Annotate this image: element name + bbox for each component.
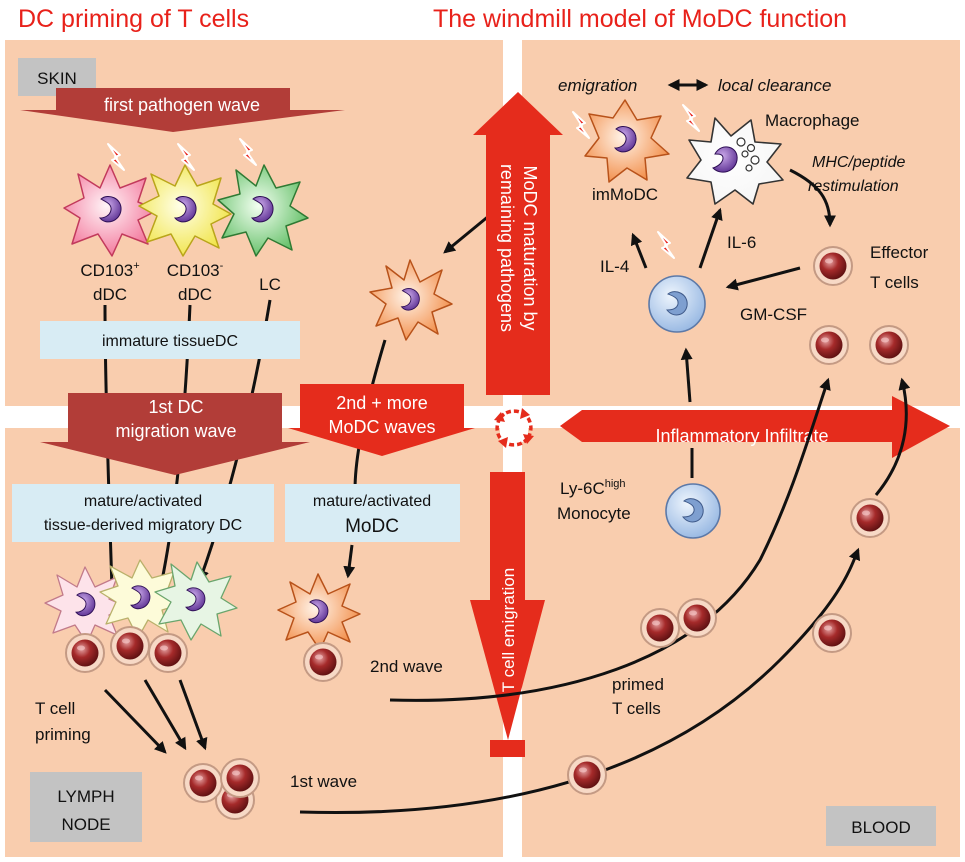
- cd103-negative-label: CD103-: [167, 260, 224, 280]
- effector-label-1: Effector: [870, 243, 929, 262]
- t-cell-icon: [183, 763, 223, 803]
- dc-migration-wave-arrow: [40, 393, 310, 475]
- mhc-label-1: MHC/peptide: [812, 154, 905, 171]
- t-priming-label-1: T cell: [35, 699, 75, 718]
- primed-label-1: primed: [612, 675, 664, 694]
- il6-arrow: [698, 207, 723, 269]
- cd103-positive-label: CD103+: [80, 260, 139, 280]
- modc-waves-label-1: 2nd + more: [336, 393, 428, 413]
- first-pathogen-wave-arrow: [20, 88, 345, 132]
- dendritic-cell-icon: [277, 573, 361, 651]
- mature-modc-label-2: MoDC: [345, 516, 399, 537]
- ly6c-label: Ly-6Chigh: [560, 478, 626, 498]
- local-clearance-label: local clearance: [718, 76, 831, 95]
- refresh-icon: [494, 408, 534, 448]
- dendritic-cell-icon: [217, 164, 309, 257]
- mature-modc-box: [285, 484, 460, 542]
- left-title: DC priming of T cells: [18, 5, 249, 33]
- blood-label: BLOOD: [851, 818, 911, 837]
- modc-maturation-label-1: MoDC maturation by: [520, 165, 540, 330]
- gmcsf-label: GM-CSF: [740, 305, 807, 324]
- dendritic-cell-icon: [154, 561, 238, 641]
- t-cell-emigration-label: T cell emigration: [499, 568, 518, 692]
- modc-waves-arrow: [288, 384, 475, 456]
- mhc-label-2: restimulation: [808, 178, 899, 195]
- t-cell-return-path: [874, 377, 911, 496]
- lymph-node-label-2: NODE: [61, 815, 110, 834]
- mature-migratory-label-1: mature/activated: [84, 493, 202, 510]
- t-cell-icon: [220, 758, 260, 798]
- cd103-positive-ddc-label: dDC: [93, 285, 127, 304]
- il4-arrow: [630, 232, 648, 269]
- macrophage-icon: [686, 117, 784, 205]
- lymph-node-label-1: LYMPH: [57, 787, 114, 806]
- lymph-node-label-box: [30, 772, 142, 842]
- monocyte-icon: [648, 275, 706, 333]
- t-cell-icon: [640, 608, 680, 648]
- dc-migration-wave-label-2: migration wave: [115, 421, 236, 441]
- t-cell-icon: [110, 626, 150, 666]
- modc-waves-label-2: MoDC waves: [328, 417, 435, 437]
- right-title: The windmill model of MoDC function: [433, 5, 847, 33]
- first-wave-path: [299, 547, 861, 815]
- t-cell-icon: [850, 498, 890, 538]
- mature-migratory-label-2: tissue-derived migratory DC: [44, 517, 242, 534]
- t-cell-icon: [677, 598, 717, 638]
- monocyte-label: Monocyte: [557, 504, 631, 523]
- lc-label: LC: [259, 275, 281, 294]
- first-pathogen-wave-label: first pathogen wave: [104, 95, 260, 115]
- modc-maturation-label-2: remaining pathogens: [497, 164, 517, 332]
- t-cell-icon: [813, 246, 853, 286]
- mature-migratory-dc-box: [12, 484, 274, 542]
- primed-label-2: T cells: [612, 699, 661, 718]
- cd103-negative-ddc-label: dDC: [178, 285, 212, 304]
- t-cell-icon: [65, 633, 105, 673]
- blood-label-box: [826, 806, 936, 846]
- mature-modc-label-1: mature/activated: [313, 493, 431, 510]
- t-priming-label-2: priming: [35, 725, 91, 744]
- dendritic-cell-icon: [63, 164, 159, 257]
- gmcsf-arrow: [725, 266, 801, 291]
- il6-label: IL-6: [727, 233, 756, 252]
- t-cell-icon: [303, 642, 343, 682]
- dendritic-cell-icon: [369, 259, 453, 341]
- second-wave-path: [389, 377, 831, 702]
- first-wave-label: 1st wave: [290, 772, 357, 791]
- dc-migration-wave-label-1: 1st DC: [148, 397, 203, 417]
- priming-arrow: [103, 688, 167, 754]
- immodc-label: imMoDC: [592, 185, 658, 204]
- inflammatory-infiltrate-label: Inflammatory Infiltrate: [655, 426, 828, 446]
- dendritic-cell-icon: [584, 99, 670, 183]
- t-cell-icon: [148, 633, 188, 673]
- modc-arrival-arrow: [343, 544, 356, 579]
- t-cell-icon: [567, 755, 607, 795]
- maturation-arrow: [443, 213, 491, 254]
- effector-label-2: T cells: [870, 273, 919, 292]
- immature-tissue-dc-label: immature tissueDC: [102, 333, 238, 350]
- t-cell-emigration-arrow: [470, 472, 545, 740]
- inflammatory-infiltrate-arrow: [582, 396, 950, 458]
- monocyte-icon: [665, 483, 721, 539]
- macrophage-label: Macrophage: [765, 111, 860, 130]
- t-cell-icon: [809, 325, 849, 365]
- second-wave-label: 2nd wave: [370, 657, 443, 676]
- skin-label: SKIN: [37, 69, 77, 88]
- immature-tissue-dc-box: [40, 321, 300, 359]
- emigration-label: emigration: [558, 76, 637, 95]
- priming-arrow: [178, 679, 208, 751]
- dendritic-cell-icon: [138, 164, 232, 257]
- priming-arrow: [143, 679, 187, 751]
- t-cell-icon: [812, 613, 852, 653]
- il4-label: IL-4: [600, 257, 629, 276]
- restimulation-arrow: [789, 168, 836, 228]
- infiltrate-up-arrow: [680, 347, 693, 403]
- t-cell-icon: [869, 325, 909, 365]
- modc-maturation-arrow: [473, 92, 563, 395]
